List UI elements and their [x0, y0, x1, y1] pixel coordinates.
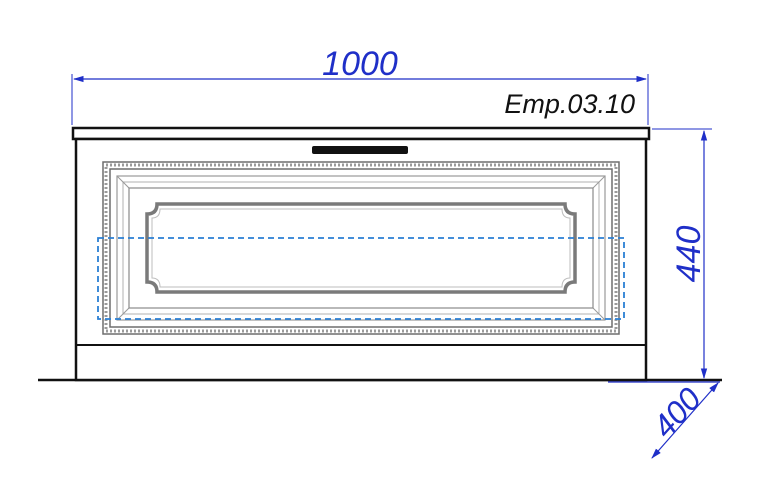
- width-label: 1000: [322, 45, 398, 83]
- drawer-handle: [312, 146, 408, 154]
- height-dimension: 440: [652, 128, 712, 380]
- dashed-insert-outline: [97, 237, 625, 320]
- model-code-label: Emp.03.10: [504, 89, 635, 119]
- cabinet-top: [71, 126, 651, 141]
- depth-dimension: 400: [608, 381, 720, 459]
- drawer-front-panel: [102, 161, 620, 335]
- height-label: 440: [670, 226, 708, 283]
- width-dimension: 1000: [71, 45, 649, 125]
- depth-label: 400: [646, 381, 709, 445]
- inner-moulding: [145, 202, 577, 294]
